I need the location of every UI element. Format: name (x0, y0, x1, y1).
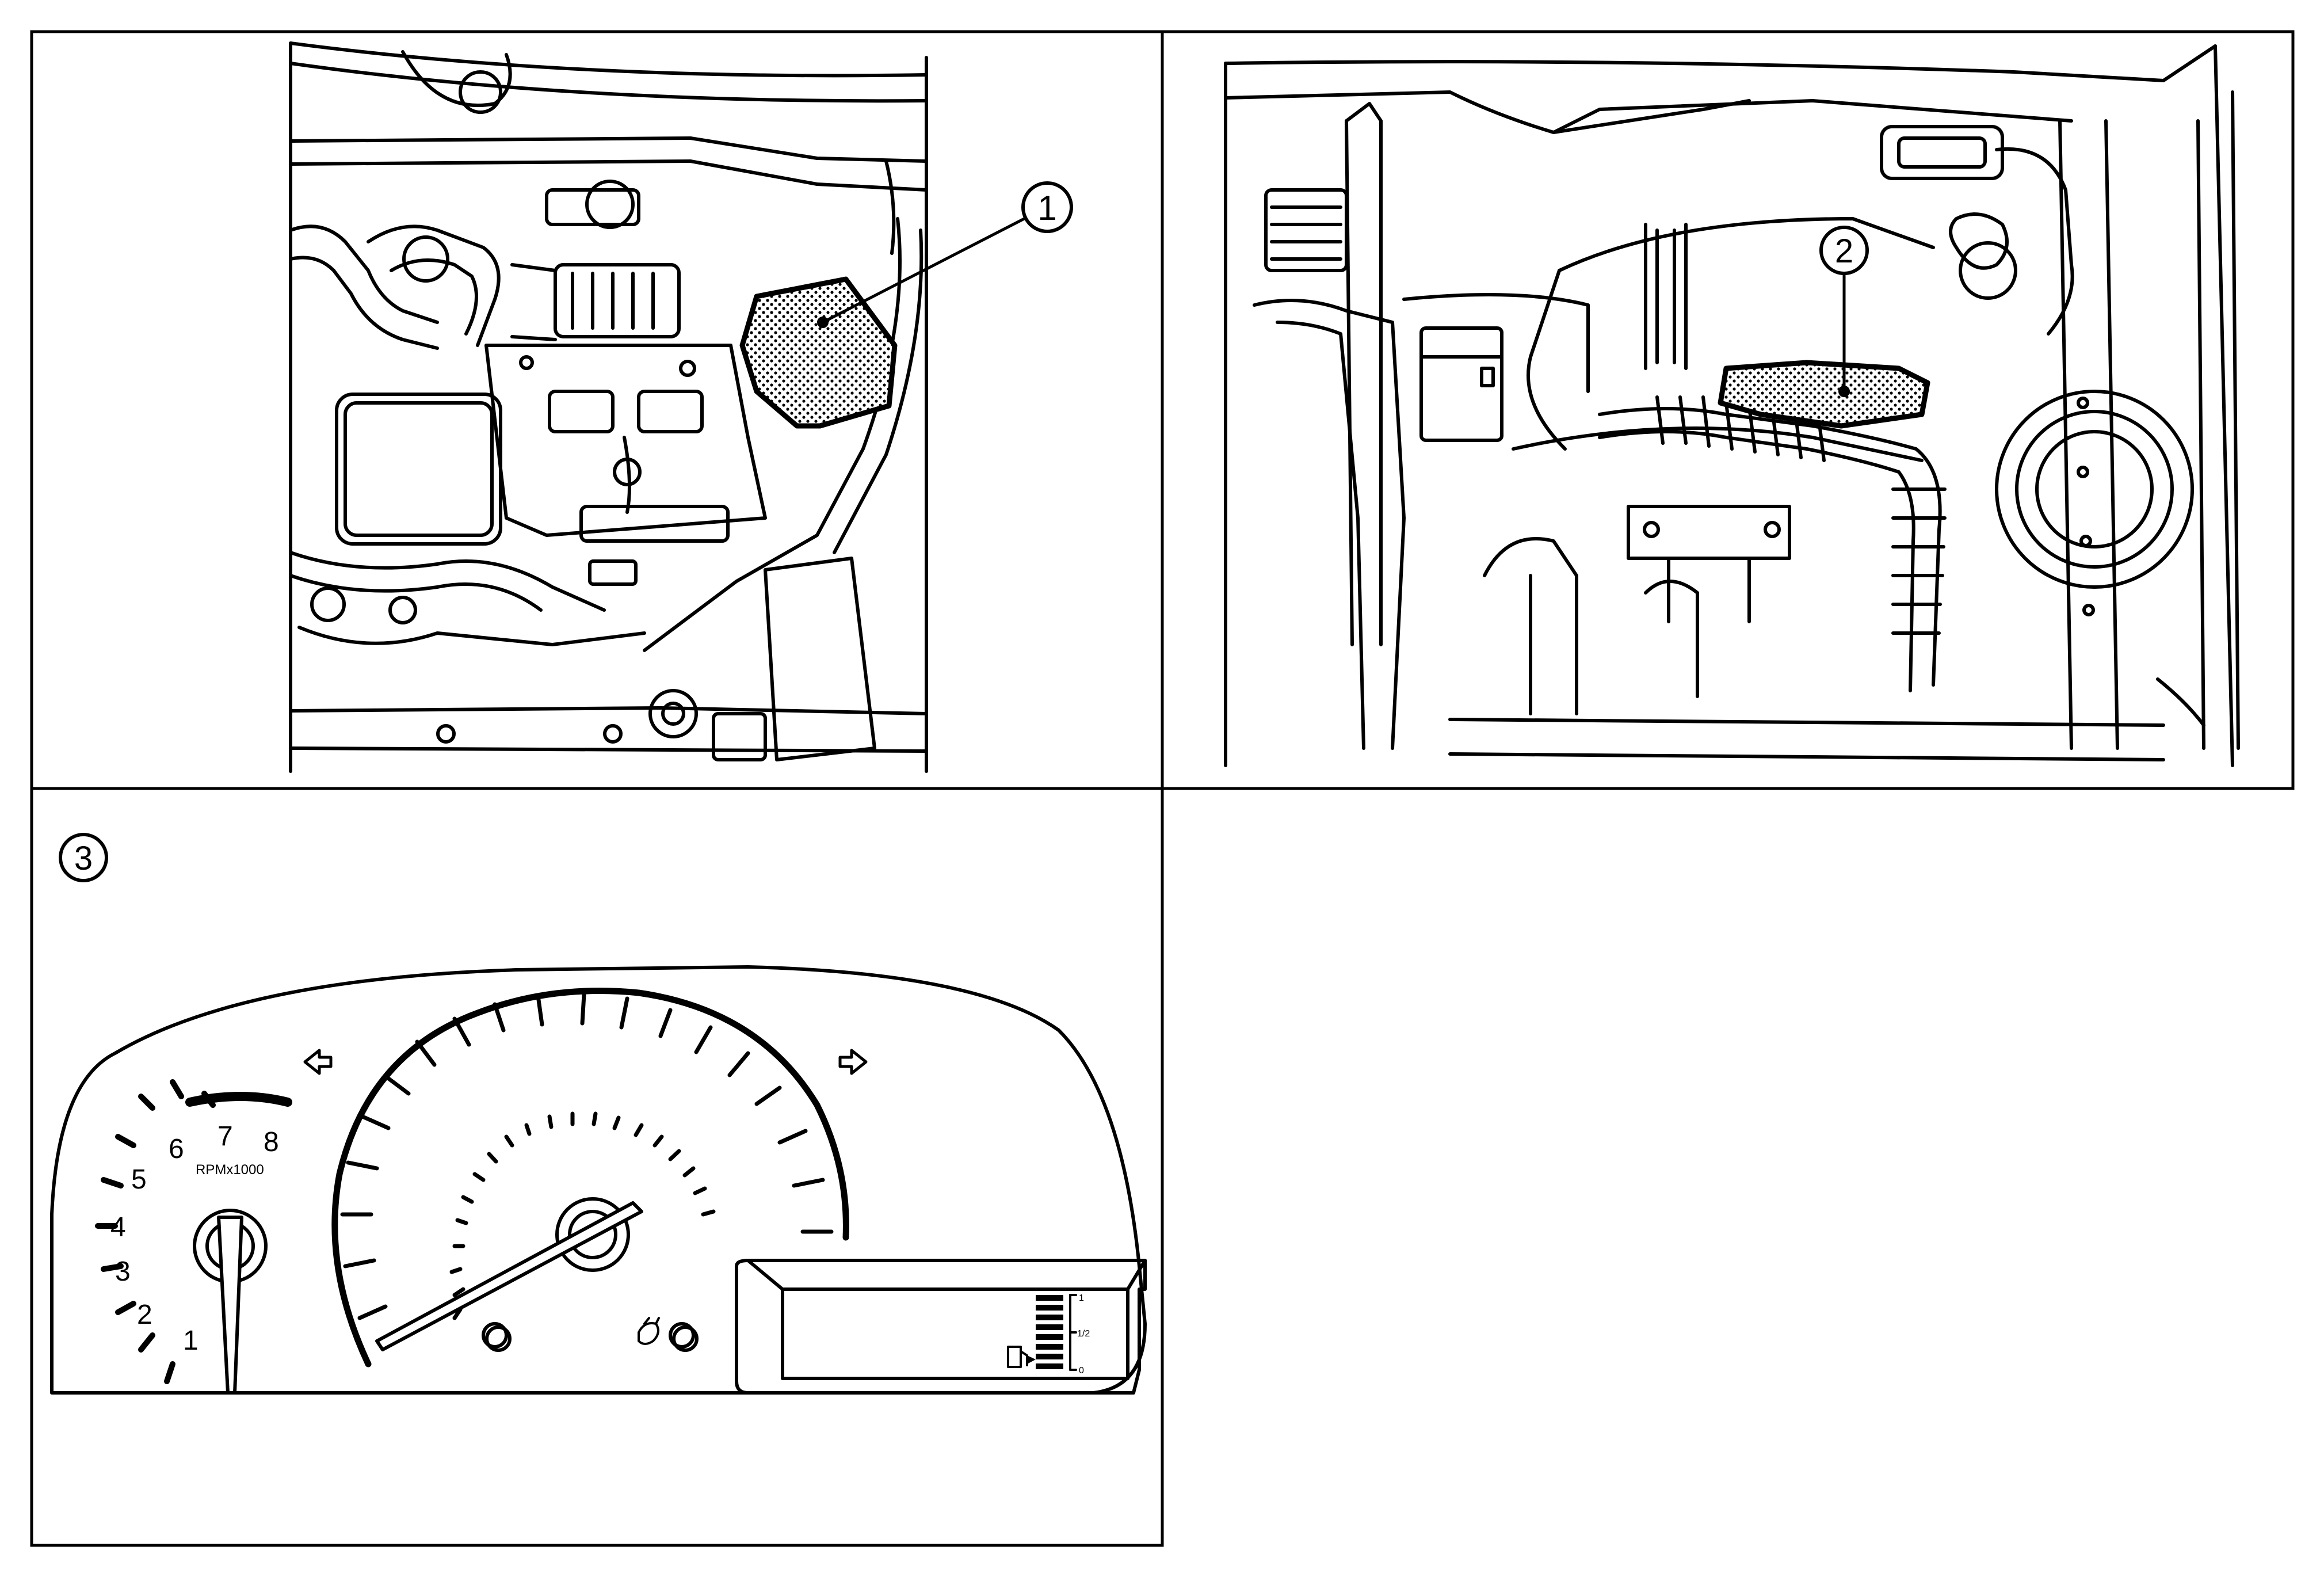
fuel-full-label: 1 (1079, 1293, 1084, 1303)
panel-grid (30, 30, 2295, 1547)
tach-number-3: 3 (115, 1256, 131, 1287)
fuel-pump-icon (1007, 1346, 1028, 1368)
fuel-empty-label: 0 (1079, 1366, 1084, 1376)
leader-line-1 (821, 217, 1026, 324)
tach-number-4: 4 (110, 1212, 126, 1243)
fuel-gauge-bars (1036, 1295, 1063, 1369)
highlight-component-1 (739, 276, 898, 429)
trip-reset-knob (482, 1322, 508, 1349)
callout-1: 1 (1021, 181, 1073, 233)
speedometer-major-ticks (340, 992, 834, 1320)
speedometer-needle (375, 1201, 643, 1351)
speedometer-arc (331, 988, 849, 1368)
tachometer-labels: 1 2 3 4 5 6 7 8 RPMx1000 (110, 1121, 279, 1356)
tach-number-2: 2 (137, 1300, 152, 1330)
fuel-gauge-labels: 1 1/2 0 (1077, 1293, 1090, 1376)
panel-dash-harness (1224, 44, 2240, 767)
tach-number-6: 6 (169, 1134, 184, 1164)
odometer-knob (669, 1322, 695, 1349)
tach-number-7: 7 (217, 1121, 233, 1152)
speedometer-minor-ticks (449, 1111, 716, 1320)
right-turn-arrow-icon (838, 1049, 868, 1075)
callout-2: 2 (1819, 226, 1869, 275)
display-window (781, 1287, 1129, 1380)
tach-number-5: 5 (131, 1164, 147, 1195)
left-turn-arrow-icon (303, 1049, 333, 1075)
speedometer-hub (555, 1197, 630, 1272)
combination-meter (50, 965, 1147, 1395)
callout-3: 3 (59, 833, 108, 882)
engine-warning-icon (638, 1317, 660, 1345)
tach-number-1: 1 (183, 1325, 199, 1356)
tachometer-needle (217, 1216, 243, 1395)
meter-housing (50, 965, 1147, 1395)
callout-3-label: 3 (74, 840, 93, 877)
tach-unit-label: RPMx1000 (196, 1162, 264, 1178)
callout-2-label: 2 (1835, 233, 1853, 270)
tachometer-redzone (185, 1092, 292, 1107)
panel-engine-compartment (289, 41, 1026, 773)
callout-1-label: 1 (1037, 189, 1056, 227)
tach-number-8: 8 (264, 1127, 279, 1157)
highlight-component-2 (1718, 360, 1930, 429)
fuel-half-label: 1/2 (1077, 1329, 1090, 1339)
display-panel (735, 1259, 1147, 1395)
